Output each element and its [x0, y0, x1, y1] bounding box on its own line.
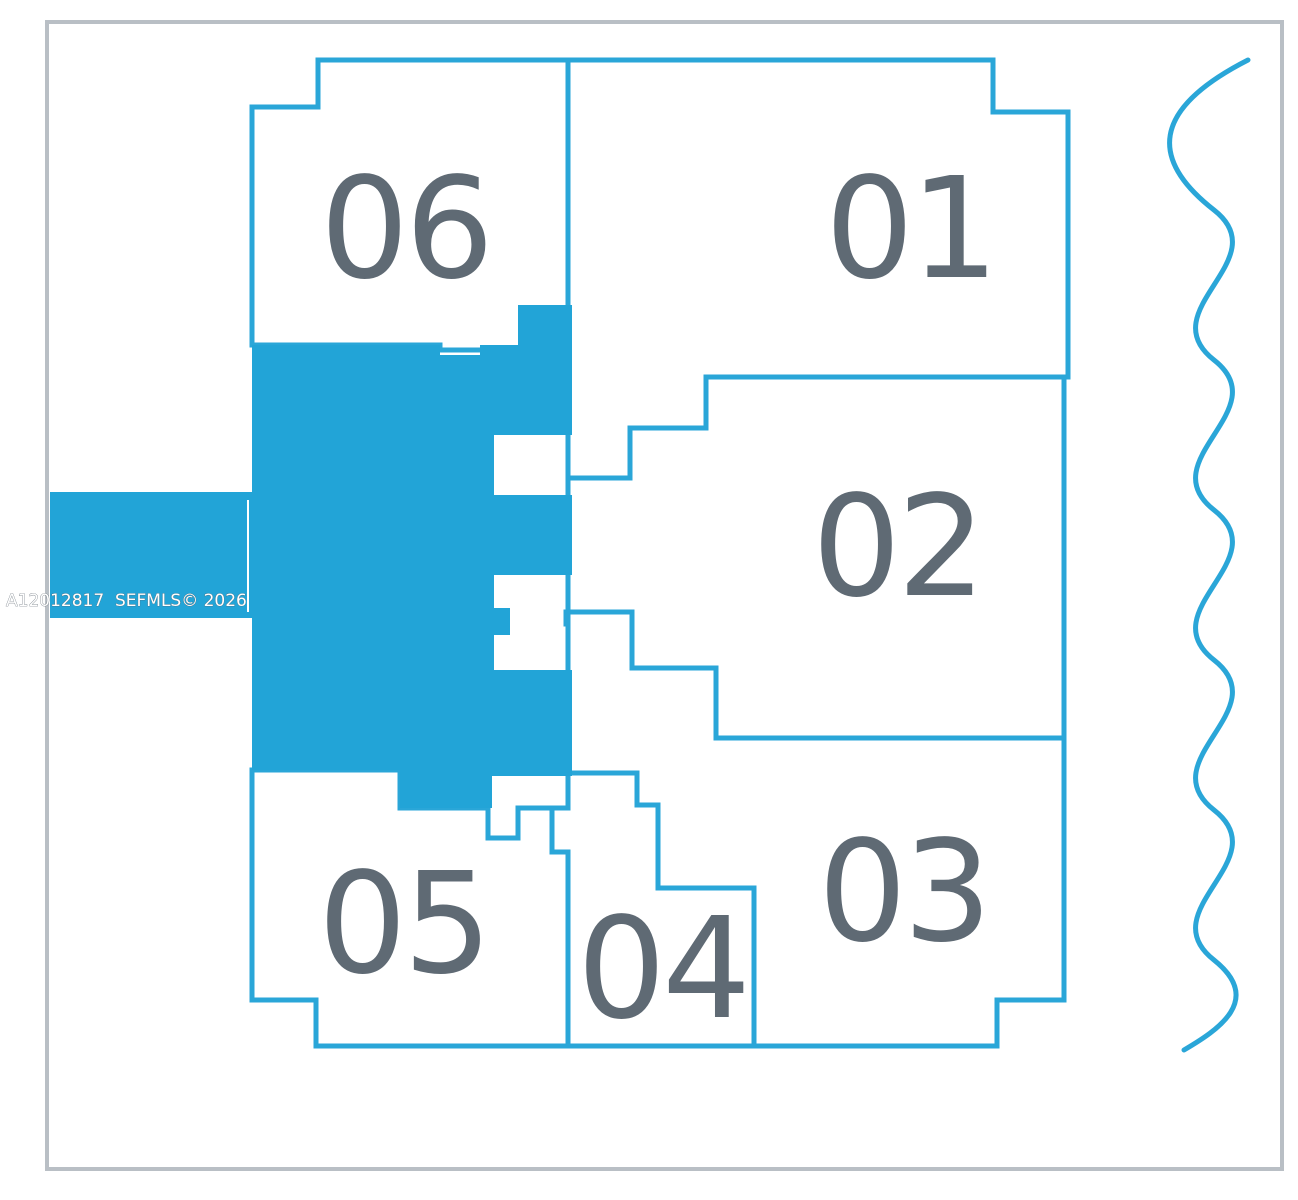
unit-06-label: 06	[320, 148, 490, 311]
unit-03-label: 03	[818, 811, 988, 974]
unit-01-label: 01	[825, 148, 995, 311]
listing-watermark: A12012817 SEFMLS© 2026	[6, 591, 247, 611]
entry-corridor	[50, 492, 252, 618]
unit-04-label: 04	[577, 888, 747, 1051]
water-wave-line	[1167, 57, 1251, 1053]
plan-frame	[45, 20, 1284, 1171]
core-corridor	[252, 305, 572, 808]
unit-05-label: 05	[318, 843, 488, 1006]
unit-02-label: 02	[812, 466, 982, 629]
